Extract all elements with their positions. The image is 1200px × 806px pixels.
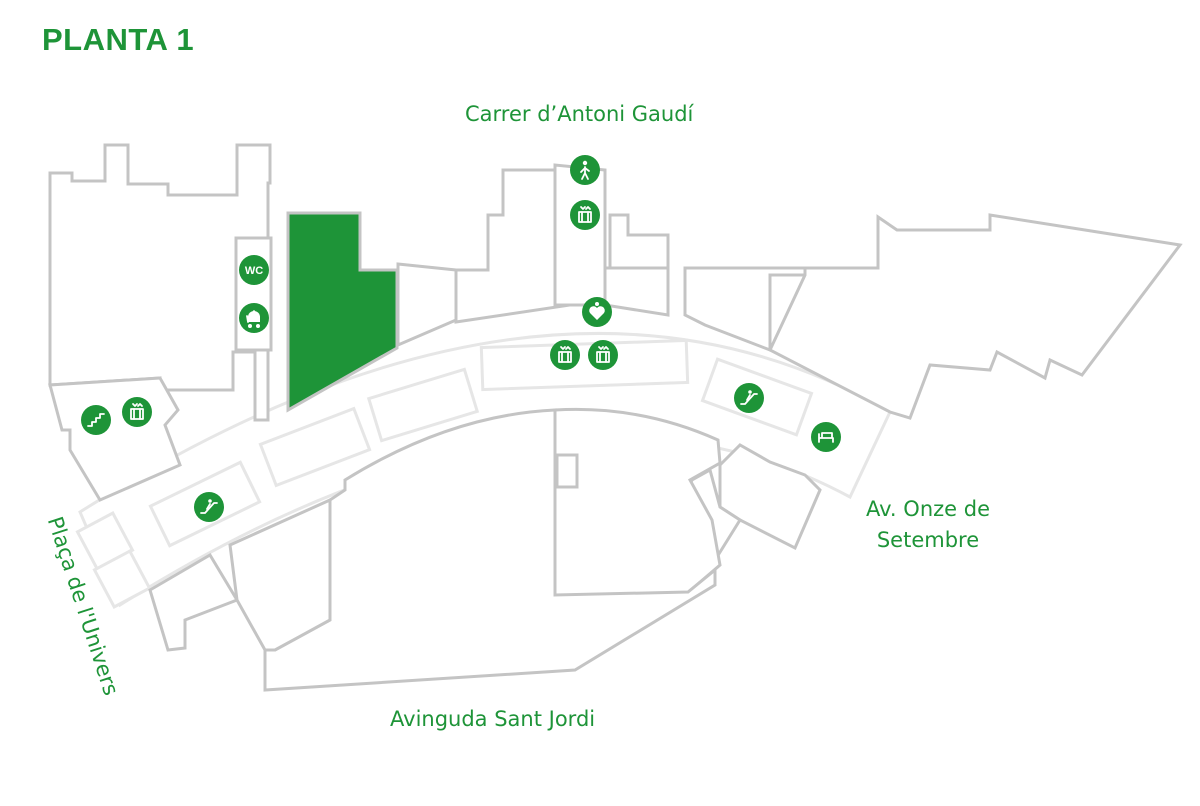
- corridor-kiosks: [148, 338, 814, 548]
- building-south-west: [148, 552, 240, 652]
- street-label-right-line1: Av. Onze de: [866, 497, 990, 521]
- floor-title: PLANTA 1: [42, 22, 195, 57]
- elevator-west-icon[interactable]: [122, 397, 152, 427]
- kiosk-1: [148, 460, 262, 548]
- building-north-center-2: [454, 168, 572, 324]
- building-north-east-1: [603, 266, 670, 317]
- street-label-top: Carrer d’Antoni Gaudí: [465, 102, 694, 126]
- escalator-west-icon[interactable]: [194, 492, 224, 522]
- escalator-east-icon[interactable]: [734, 383, 764, 413]
- wc-icon[interactable]: WC: [239, 255, 269, 285]
- kiosk-5: [700, 357, 814, 437]
- services-block: [234, 236, 273, 352]
- highlighted-unit[interactable]: [286, 211, 399, 413]
- building-east: [768, 213, 1183, 420]
- elevator-mall-1-icon[interactable]: [550, 340, 580, 370]
- kiosk-4: [479, 338, 690, 392]
- buildings: [48, 143, 1183, 692]
- pedestrian-icon[interactable]: [570, 155, 600, 185]
- street-label-right: Av. Onze de Setembre: [866, 494, 990, 556]
- street-label-bottom: Avinguda Sant Jordi: [390, 707, 596, 731]
- building-south-main: [263, 408, 717, 692]
- service-icons: WC: [81, 155, 841, 522]
- elevator-top-icon[interactable]: [570, 200, 600, 230]
- rest-area-icon[interactable]: [811, 422, 841, 452]
- elevator-mall-2-icon[interactable]: [588, 340, 618, 370]
- building-north-center: [396, 262, 458, 348]
- building-north-west: [48, 143, 272, 422]
- stairs-icon[interactable]: [81, 405, 111, 435]
- building-south-center-notch: [555, 453, 579, 489]
- kiosk-2: [258, 406, 372, 488]
- info-point-icon[interactable]: [582, 297, 612, 327]
- corridor-entrance-lower: [92, 549, 152, 609]
- street-label-right-line2: Setembre: [876, 528, 980, 552]
- baby-care-icon[interactable]: [239, 303, 269, 333]
- building-south-center: [553, 407, 722, 597]
- kiosk-3: [366, 367, 480, 443]
- building-south-west-2: [228, 497, 332, 652]
- wc-label: WC: [245, 265, 263, 277]
